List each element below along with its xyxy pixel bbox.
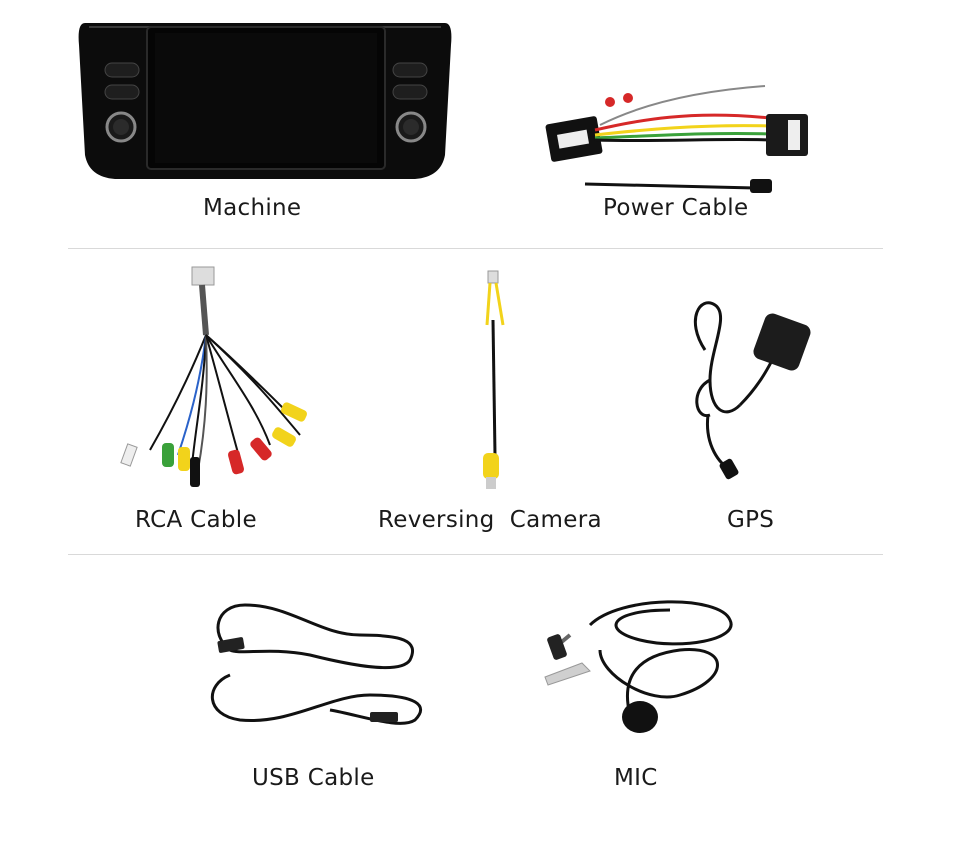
usb-cable-image bbox=[211, 603, 422, 725]
rca-cable-image bbox=[120, 266, 308, 487]
mic-item: MIC bbox=[530, 595, 750, 805]
reversing-camera-image bbox=[483, 270, 505, 489]
row-divider-2 bbox=[68, 554, 883, 555]
power-cable-item: Power Cable bbox=[540, 80, 820, 230]
mic-image bbox=[544, 600, 733, 733]
machine-item: Machine bbox=[75, 15, 455, 221]
mic-label: MIC bbox=[614, 765, 658, 791]
usb-cable-label: USB Cable bbox=[252, 765, 375, 791]
reversing-camera-item: Reversing Camera bbox=[375, 265, 605, 545]
usb-cable-item: USB Cable bbox=[200, 595, 440, 805]
gps-item: GPS bbox=[680, 290, 830, 550]
power-cable-image bbox=[545, 85, 808, 193]
rca-cable-label: RCA Cable bbox=[135, 507, 257, 533]
gps-label: GPS bbox=[727, 507, 775, 533]
reversing-camera-label: Reversing Camera bbox=[378, 507, 602, 533]
rca-cable-item: RCA Cable bbox=[110, 265, 340, 545]
machine-label: Machine bbox=[203, 195, 302, 221]
gps-image bbox=[694, 301, 811, 480]
machine-image bbox=[78, 23, 452, 179]
power-cable-label: Power Cable bbox=[603, 195, 749, 221]
row-divider-1 bbox=[68, 248, 883, 249]
